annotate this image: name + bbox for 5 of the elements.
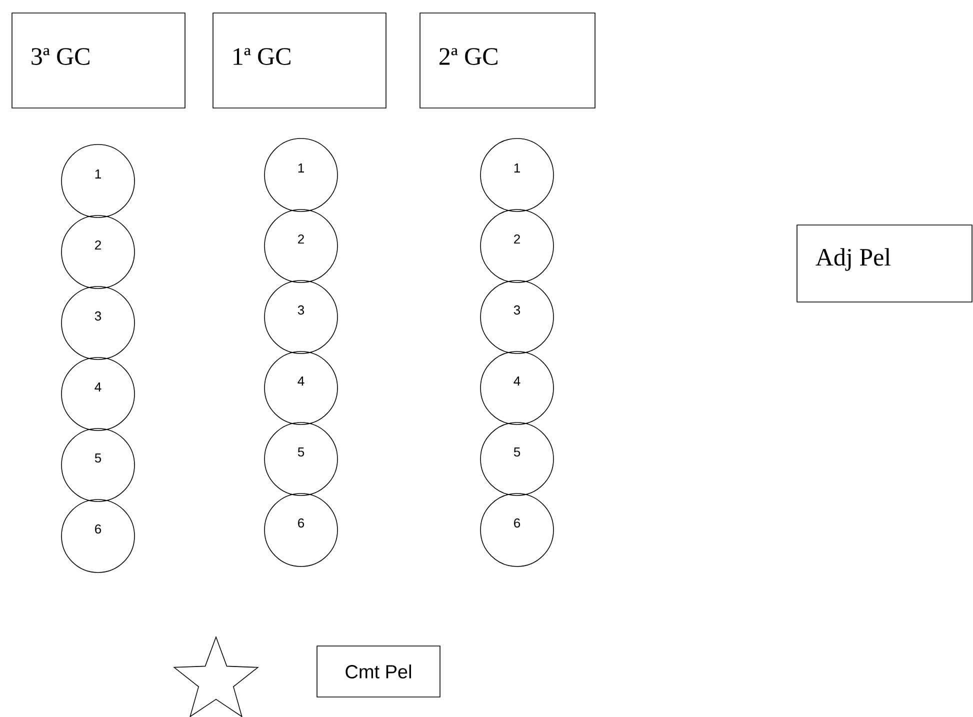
text-box: 3ª GC bbox=[12, 12, 186, 108]
text-box: Adj Pel bbox=[796, 224, 972, 302]
text-box: 1ª GC bbox=[212, 12, 386, 108]
text-box: Cmt Pel bbox=[316, 646, 440, 698]
text-box: 2ª GC bbox=[420, 12, 596, 108]
